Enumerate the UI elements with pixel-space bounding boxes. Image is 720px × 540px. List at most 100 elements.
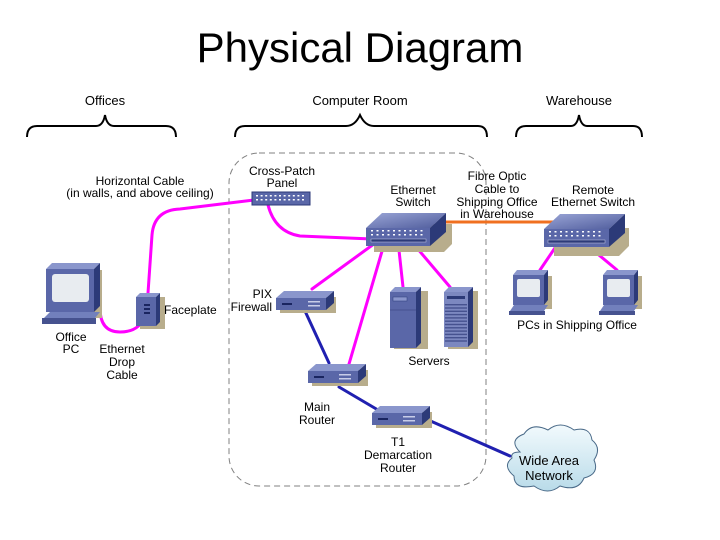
patch-to-switch-cable xyxy=(266,203,374,241)
port-dot xyxy=(598,231,601,233)
main-router-icon[interactable] xyxy=(308,364,368,386)
port-dot xyxy=(420,230,423,232)
port-dot xyxy=(265,195,268,197)
svg-text:Cable to: Cable to xyxy=(475,182,520,196)
wan-cloud-icon[interactable] xyxy=(507,424,598,492)
server-vent xyxy=(445,304,467,306)
port-dot xyxy=(265,199,268,201)
cross-patch-panel-icon[interactable] xyxy=(251,191,311,206)
warehouse-brace xyxy=(515,114,643,138)
t1-router-label: T1 Demarcation Router xyxy=(364,435,432,475)
svg-text:Wide Area: Wide Area xyxy=(519,453,580,468)
svg-text:Fibre Optic: Fibre Optic xyxy=(468,169,527,183)
port-dot xyxy=(593,235,595,237)
port-dot xyxy=(404,234,406,236)
server-vent xyxy=(445,323,467,326)
port-dot xyxy=(283,199,286,201)
port-dot xyxy=(279,195,281,197)
faceplate-icon[interactable] xyxy=(136,293,165,329)
port-dot xyxy=(302,199,304,201)
port-dot xyxy=(292,195,295,197)
port-dot xyxy=(415,230,417,232)
port-dot xyxy=(549,235,551,237)
section-offices-label: Offices xyxy=(85,93,126,108)
svg-text:Router: Router xyxy=(299,413,335,427)
server-2-icon[interactable] xyxy=(444,287,478,349)
server-vent xyxy=(445,330,467,332)
horizontal-cable xyxy=(146,198,256,295)
faceplate-label: Faceplate xyxy=(164,303,217,317)
server-vent xyxy=(445,333,467,336)
ethernet-switch-label: Ethernet Switch xyxy=(390,183,436,209)
svg-text:Ethernet Switch: Ethernet Switch xyxy=(551,195,635,209)
svg-text:T1: T1 xyxy=(391,435,405,449)
port-dot xyxy=(288,199,291,201)
port-dot xyxy=(587,231,590,233)
port-dot xyxy=(593,231,595,233)
port-dot xyxy=(269,199,272,201)
t1-demarcation-router-icon[interactable] xyxy=(372,406,432,428)
fibre-optic-label: Fibre Optic Cable to Shipping Office in … xyxy=(456,169,537,221)
shipping-pc-1-icon[interactable] xyxy=(509,270,552,315)
port-dot xyxy=(274,199,277,201)
svg-text:Shipping Office: Shipping Office xyxy=(456,195,537,209)
port-dot xyxy=(582,231,584,233)
remote-switch-label: Remote Ethernet Switch xyxy=(551,183,635,209)
svg-text:Firewall: Firewall xyxy=(231,300,272,314)
pcs-shipping-label: PCs in Shipping Office xyxy=(517,318,637,332)
port-dot xyxy=(387,230,390,232)
server-vent xyxy=(445,340,467,342)
section-warehouse-label: Warehouse xyxy=(546,93,612,108)
switch-to-firewall-cable xyxy=(310,239,380,291)
port-dot xyxy=(571,235,573,237)
port-dot xyxy=(382,230,384,232)
svg-text:Panel: Panel xyxy=(267,176,298,190)
port-dot xyxy=(279,199,281,201)
t1-to-wan-link xyxy=(424,417,512,458)
port-dot xyxy=(283,195,286,197)
ethernet-drop-cable-label: Ethernet Drop Cable xyxy=(99,342,145,382)
ethernet-switch-icon[interactable] xyxy=(366,213,452,252)
firewall-to-router-link xyxy=(303,309,331,365)
port-dot xyxy=(571,231,573,233)
office-pc-label: Office PC xyxy=(55,330,86,356)
svg-text:Cable: Cable xyxy=(106,368,138,382)
port-dot xyxy=(582,235,584,237)
port-dot xyxy=(371,230,373,232)
svg-text:Drop: Drop xyxy=(109,355,135,369)
port-dot xyxy=(554,235,557,237)
svg-text:PIX: PIX xyxy=(253,287,272,301)
pix-firewall-icon[interactable] xyxy=(276,291,336,313)
port-dot xyxy=(565,235,568,237)
port-dot xyxy=(376,230,379,232)
svg-text:Cross-Patch: Cross-Patch xyxy=(249,164,315,178)
router-to-t1-link xyxy=(337,385,380,412)
port-dot xyxy=(576,231,579,233)
port-dot xyxy=(398,234,401,236)
svg-text:Network: Network xyxy=(525,468,573,483)
port-dot xyxy=(297,195,300,197)
server-vent xyxy=(445,320,467,322)
office-pc-icon[interactable] xyxy=(42,263,102,324)
port-dot xyxy=(398,230,401,232)
port-dot xyxy=(549,231,551,233)
svg-text:Office: Office xyxy=(55,330,86,344)
shipping-pc-2-icon[interactable] xyxy=(599,270,642,315)
svg-text:Ethernet: Ethernet xyxy=(99,342,145,356)
section-computer-room-label: Computer Room xyxy=(312,93,407,108)
port-dot xyxy=(409,234,412,236)
main-router-label: Main Router xyxy=(299,400,335,427)
port-dot xyxy=(256,195,258,197)
wan-label: Wide Area Network xyxy=(519,453,580,483)
remote-ethernet-switch-icon[interactable] xyxy=(544,214,629,256)
computer-room-boundary xyxy=(228,152,487,487)
port-dot xyxy=(587,235,590,237)
port-dot xyxy=(565,231,568,233)
horizontal-cable-label: Horizontal Cable (in walls, and above ce… xyxy=(66,174,213,200)
pix-firewall-label: PIX Firewall xyxy=(231,287,272,314)
server-vent xyxy=(445,310,467,312)
port-dot xyxy=(560,235,562,237)
svg-text:Main: Main xyxy=(304,400,330,414)
server-1-icon[interactable] xyxy=(390,287,428,349)
